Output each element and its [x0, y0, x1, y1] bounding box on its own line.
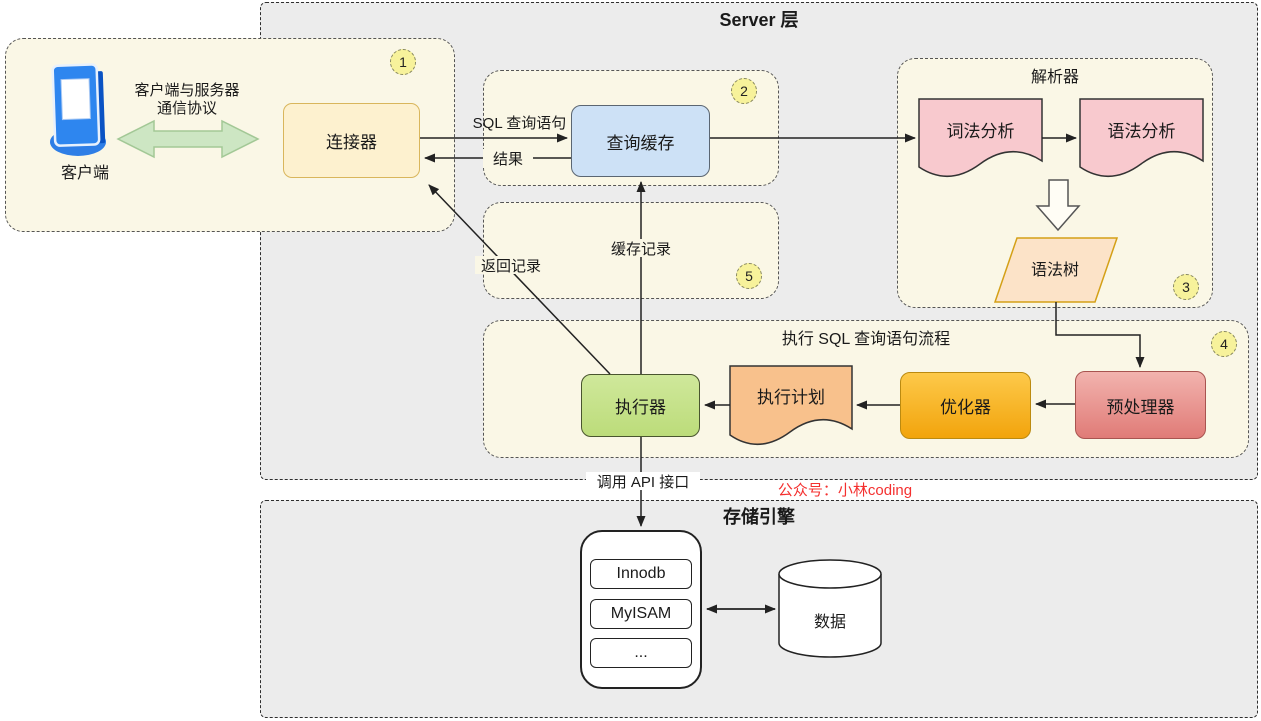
- client-label: 客户端: [60, 165, 109, 182]
- protocol-label-line2: 通信协议: [156, 99, 217, 117]
- storage-engine-container: [260, 500, 1258, 718]
- step-badge-5: 5: [736, 263, 762, 289]
- syntax-analysis-label: 语法分析: [1107, 121, 1176, 141]
- step-badge-3: 3: [1173, 274, 1199, 300]
- server-layer-title: Server 层: [719, 10, 799, 30]
- result-edge-label: 结果: [483, 149, 533, 168]
- step-badge-2: 2: [731, 78, 757, 104]
- executor-node: 执行器: [581, 374, 700, 437]
- engine-myisam: MyISAM: [590, 599, 692, 629]
- step-badge-1: 1: [390, 49, 416, 75]
- lexical-analysis-label: 词法分析: [946, 121, 1015, 141]
- data-cylinder-label: 数据: [813, 614, 846, 631]
- query-cache-node: 查询缓存: [571, 105, 710, 177]
- optimizer-node: 优化器: [900, 372, 1031, 439]
- call-api-edge-label: 调用 API 接口: [586, 472, 700, 491]
- watermark-text: 公众号：小林coding: [777, 481, 913, 499]
- syntax-tree-label: 语法树: [1030, 262, 1079, 279]
- cache-record-edge-label: 缓存记录: [603, 239, 679, 258]
- engine-others: ...: [590, 638, 692, 668]
- return-record-edge-label: 返回记录: [475, 256, 547, 275]
- sql-query-edge-label: SQL 查询语句: [472, 114, 567, 132]
- parser-title: 解析器: [1030, 69, 1079, 86]
- executor-flow-title: 执行 SQL 查询语句流程: [781, 331, 951, 348]
- connector-node: 连接器: [283, 103, 420, 178]
- storage-engine-title: 存储引擎: [723, 507, 795, 527]
- engine-innodb: Innodb: [590, 559, 692, 589]
- execution-plan-label: 执行计划: [757, 387, 825, 407]
- protocol-label-line1: 客户端与服务器: [134, 81, 240, 99]
- step-badge-4: 4: [1211, 331, 1237, 357]
- preprocessor-node: 预处理器: [1075, 371, 1206, 439]
